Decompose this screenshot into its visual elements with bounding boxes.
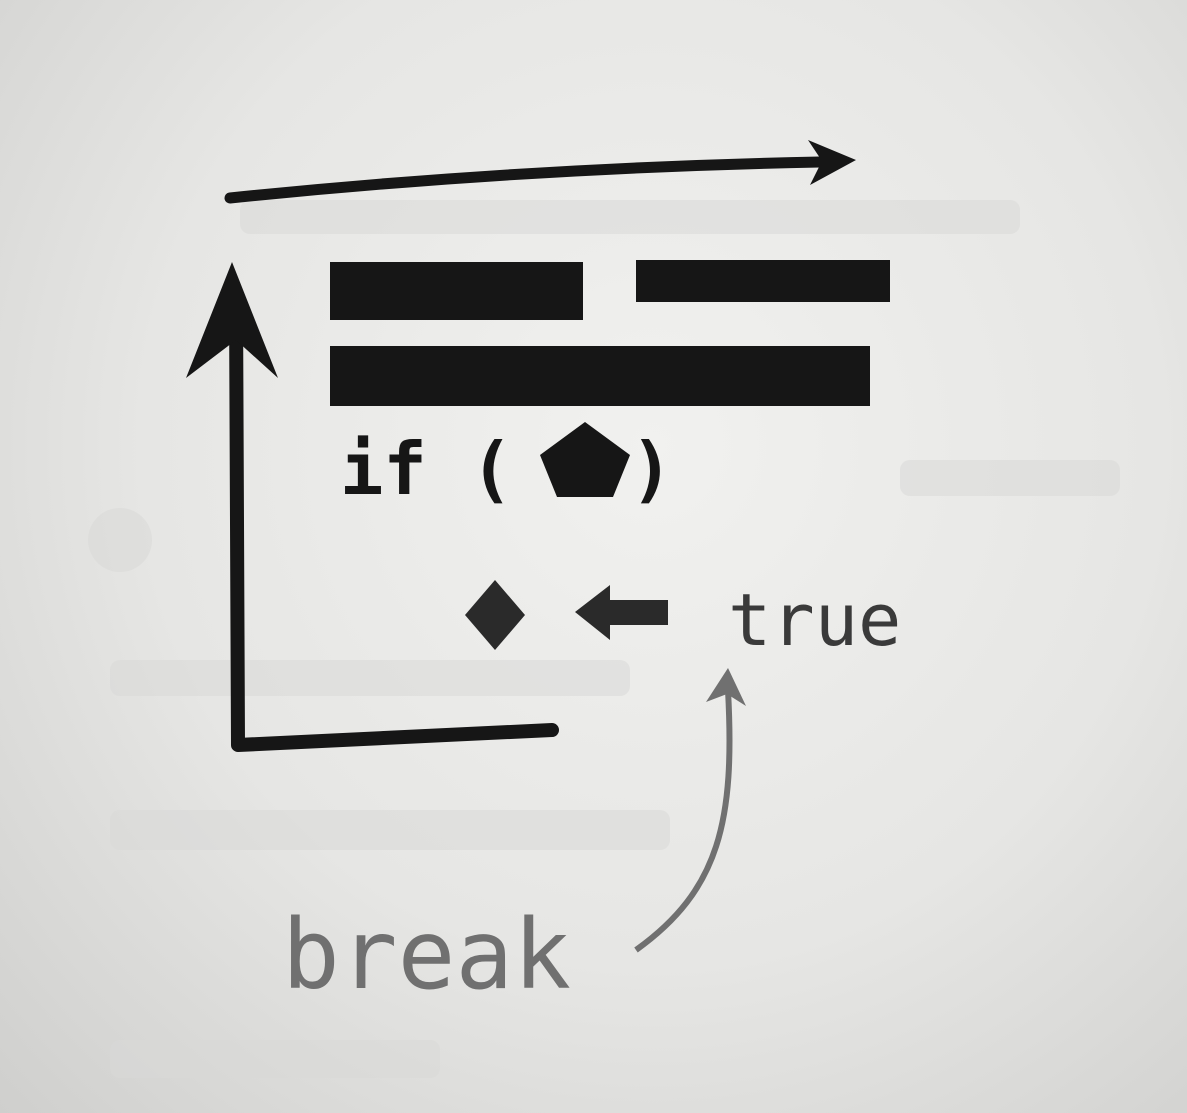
if-keyword: if (: [340, 427, 513, 511]
pentagon-icon: [540, 422, 630, 497]
break-label: break: [282, 899, 571, 1011]
loop-arrow-icon: [186, 262, 559, 752]
curved-arrow-icon: [634, 668, 746, 953]
if-close-paren: ): [630, 427, 673, 511]
code-line-bar: [330, 346, 870, 406]
code-block: [330, 260, 890, 406]
diamond-icon: [465, 580, 525, 650]
if-condition: if ( ): [340, 422, 673, 511]
code-line-bar: [636, 260, 890, 302]
code-line-bar: [330, 262, 583, 320]
top-arrow-icon: [224, 140, 856, 204]
left-arrow-icon: [575, 585, 668, 640]
true-label: true: [728, 578, 901, 662]
